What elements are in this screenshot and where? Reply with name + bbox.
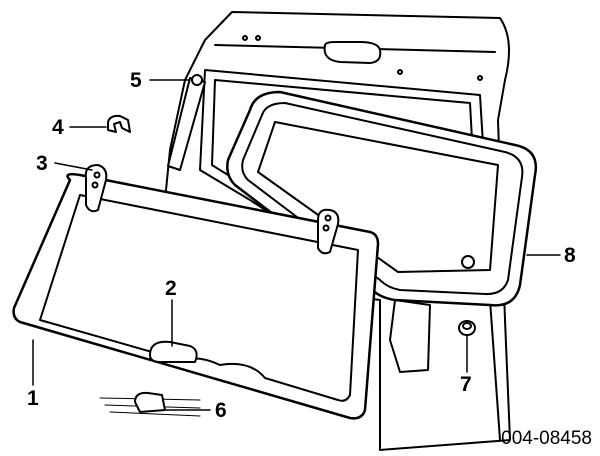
diagram-id: 004-08458: [501, 428, 592, 449]
callout-2: 2: [165, 277, 177, 300]
callout-1: 1: [27, 387, 39, 410]
callout-7: 7: [460, 373, 472, 396]
callout-3: 3: [36, 152, 48, 175]
clip: [107, 114, 131, 133]
callout-4: 4: [52, 116, 64, 139]
liftgate-glass: [12, 172, 380, 420]
glass-hinges: [84, 164, 340, 255]
bumper: [458, 320, 476, 336]
leader-lines: [32, 79, 561, 411]
callout-8: 8: [564, 244, 576, 267]
support-cylinder: [167, 74, 206, 171]
callout-5: 5: [130, 69, 142, 92]
callout-6: 6: [215, 399, 227, 422]
latch-striker: [99, 391, 201, 417]
glass-weatherstrip: [226, 90, 538, 307]
